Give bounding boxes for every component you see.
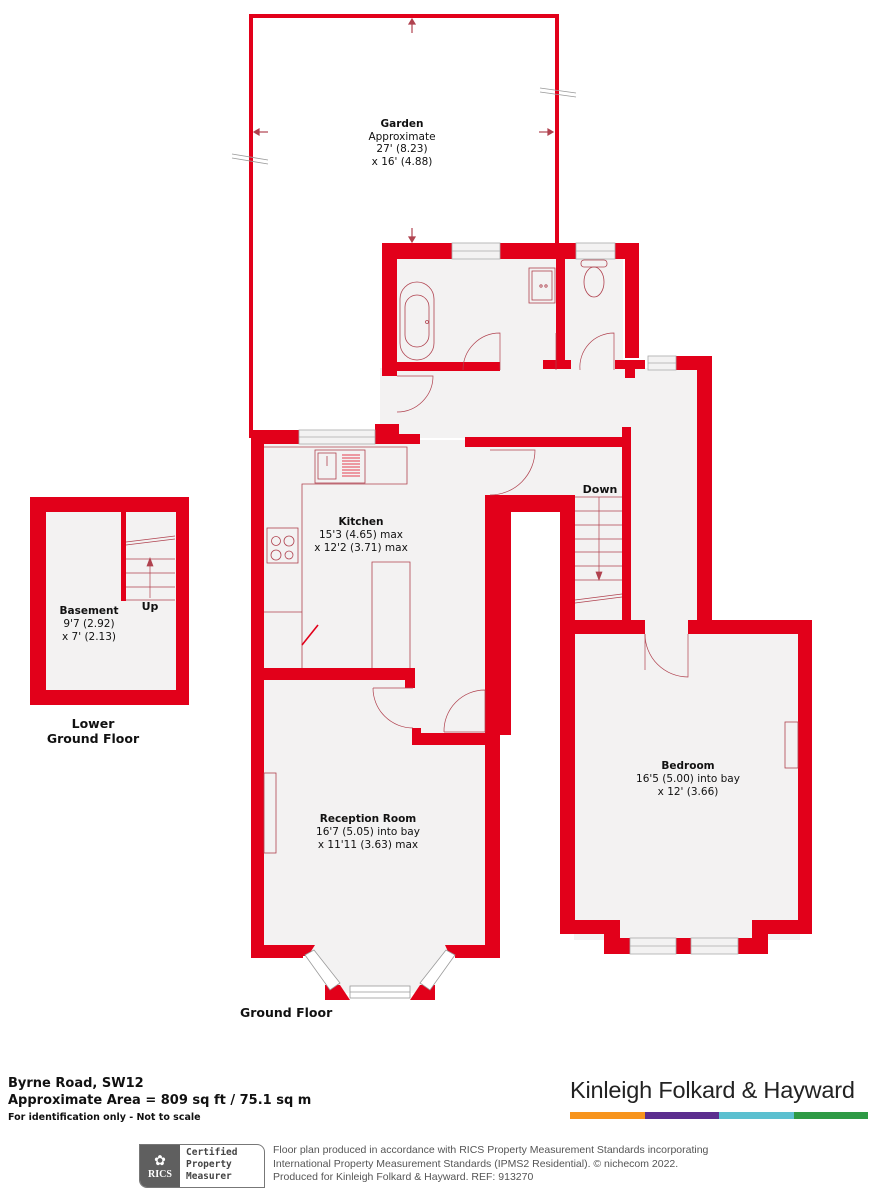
toilet-icon <box>580 259 608 298</box>
garden-dim-1: 27' (8.23) <box>376 143 427 155</box>
reception-bay-windows <box>304 949 456 999</box>
bedroom-dim-2: x 12' (3.66) <box>658 786 719 798</box>
fireplace-bedroom <box>784 721 799 769</box>
reception-dim-2: x 11'11 (3.63) max <box>318 839 418 851</box>
property-area: Approximate Area = 809 sq ft / 75.1 sq m <box>8 1093 312 1108</box>
basement-dim-1: 9'7 (2.92) <box>63 618 114 630</box>
stairs-up <box>125 535 176 601</box>
brand-bar-purple <box>644 1112 719 1119</box>
basement-label: Basement <box>59 605 118 617</box>
lower-ground-floor-line2: Ground Floor <box>46 731 140 746</box>
void <box>510 512 560 742</box>
basement <box>30 497 189 705</box>
bath-icon <box>399 281 435 361</box>
disclaimer: Floor plan produced in accordance with R… <box>273 1144 708 1185</box>
garden-dim-2: x 16' (4.88) <box>372 156 433 168</box>
garden-label: Garden <box>381 118 424 130</box>
brand-color-bar <box>570 1112 868 1119</box>
reception-label: Reception Room <box>320 813 417 825</box>
stairs-down <box>574 496 623 604</box>
basement-dim-2: x 7' (2.13) <box>62 631 116 643</box>
kitchen-dim-1: 15'3 (4.65) max <box>319 529 403 541</box>
disclaimer-line-1: Floor plan produced in accordance with R… <box>273 1144 709 1156</box>
fixtures <box>263 259 799 854</box>
ground-floor-label: Ground Floor <box>240 1005 333 1020</box>
svg-text:Approximate: Approximate <box>368 131 435 143</box>
basin-icon <box>528 267 556 304</box>
garden-label-2: Approximate <box>368 131 435 143</box>
lower-ground-floor-line1: Lower <box>71 716 115 731</box>
lower-ground-floor-label: Lower Ground Floor <box>38 716 148 746</box>
door-swings <box>372 332 689 733</box>
svg-text:27' (8.23): 27' (8.23) <box>376 143 427 155</box>
reception-dim-1: 16'7 (5.05) into bay <box>316 826 420 838</box>
kitchen-worktop <box>264 446 411 668</box>
walls <box>251 243 812 958</box>
kitchen-dim-2: x 12'2 (3.71) max <box>314 542 408 554</box>
property-info: Byrne Road, SW12 Approximate Area = 809 … <box>8 1075 311 1125</box>
rics-badge: ✿ RICS Certified Property Measurer <box>139 1144 265 1188</box>
sink-icon <box>317 452 337 480</box>
windows <box>298 242 739 955</box>
drainer-icon <box>342 454 360 477</box>
rics-logo-text: RICS <box>148 1168 172 1180</box>
brand-bar-teal <box>719 1112 794 1119</box>
agent-name: Kinleigh Folkard & Hayward <box>570 1077 855 1103</box>
property-address: Byrne Road, SW12 <box>8 1076 144 1091</box>
brand-bar-orange <box>570 1112 645 1119</box>
disclaimer-line-2: International Property Measurement Stand… <box>273 1157 679 1170</box>
kitchen-label: Kitchen <box>338 516 383 528</box>
rics-logo: ✿ RICS <box>140 1145 180 1187</box>
lion-icon: ✿ <box>154 1152 166 1169</box>
stairs-down-label: Down <box>583 483 618 496</box>
scale-note: For identification only - Not to scale <box>8 1112 201 1123</box>
bedroom-dim-1: 16'5 (5.00) into bay <box>636 773 740 785</box>
agent-brand: Kinleigh Folkard & Hayward <box>570 1077 868 1119</box>
brand-bar-green <box>793 1112 868 1119</box>
hob-icon <box>266 527 299 564</box>
rics-line-2: Property <box>186 1159 232 1170</box>
cupboard-door <box>301 624 319 646</box>
rics-line-3: Measurer <box>186 1171 232 1182</box>
svg-text:x 16' (4.88): x 16' (4.88) <box>372 156 433 168</box>
stairs-up-label: Up <box>142 600 159 613</box>
bedroom-label: Bedroom <box>661 760 714 772</box>
dimension-arrows <box>252 17 555 244</box>
disclaimer-line-3: Produced for Kinleigh Folkard & Hayward.… <box>273 1171 534 1183</box>
break-marks <box>231 87 577 165</box>
rics-line-1: Certified <box>186 1147 238 1158</box>
fireplace-reception <box>263 772 277 854</box>
floor-plan: Garden Approximate 27' (8.23) x 16' (4.8… <box>30 14 812 1000</box>
